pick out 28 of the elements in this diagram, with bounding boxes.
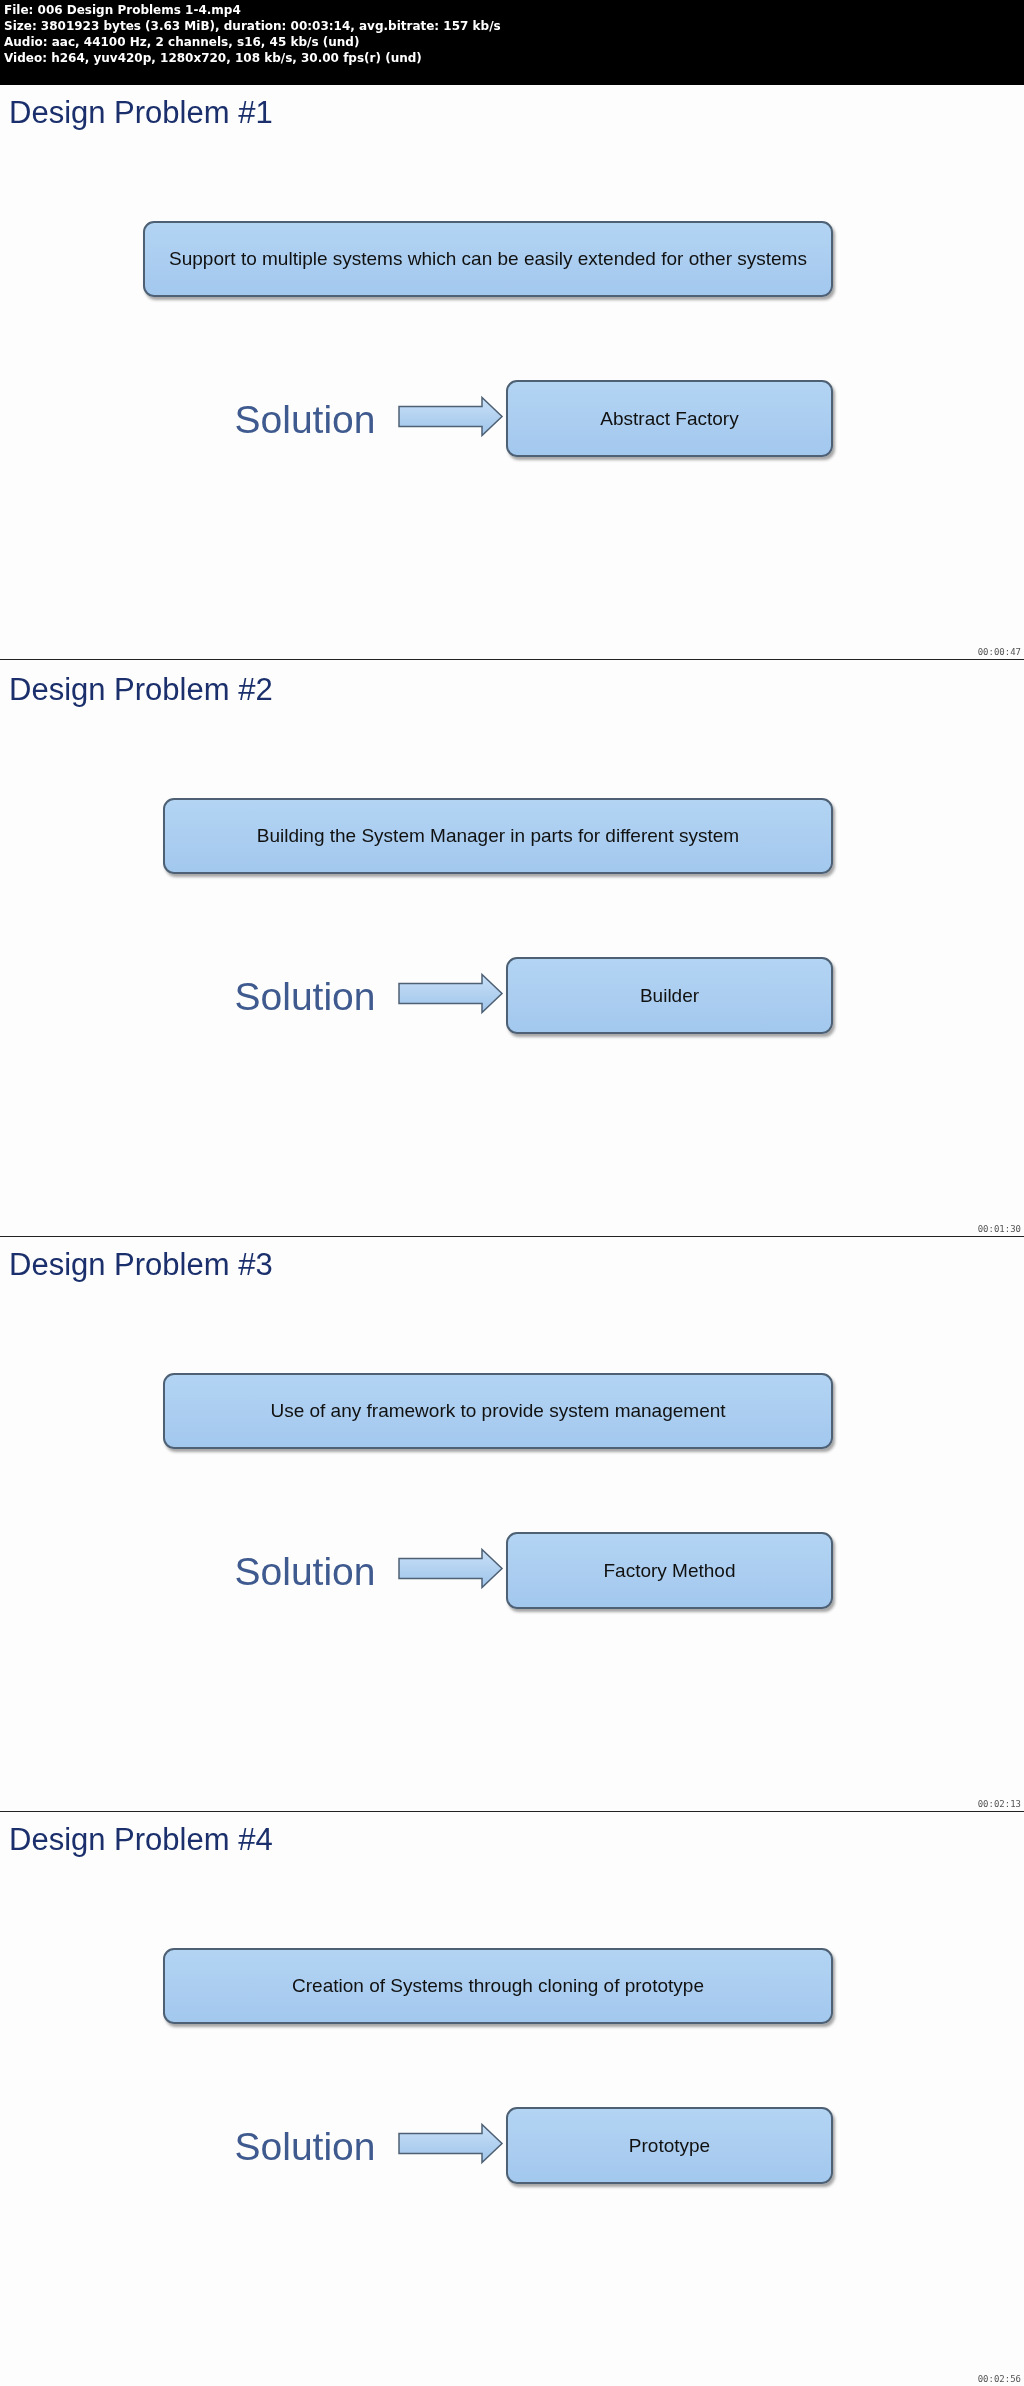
timestamp: 00:02:13 [977, 1799, 1021, 1809]
block-arrow [398, 2122, 504, 2165]
block-arrow [398, 972, 504, 1015]
block-arrow [398, 395, 504, 438]
solution-heading: Solution [215, 390, 395, 450]
file-info-line: File: 006 Design Problems 1-4.mp4 [4, 2, 241, 18]
file-info-line: Audio: aac, 44100 Hz, 2 channels, s16, 45 kb/s (und) [4, 34, 360, 50]
timestamp: 00:02:56 [977, 2374, 1021, 2384]
slide-title: Design Problem #4 [9, 1822, 273, 1858]
block-arrow [398, 1547, 504, 1590]
text-box: Use of any framework to provide system management [163, 1373, 833, 1449]
text-box: Building the System Manager in parts for different system [163, 798, 833, 874]
file-info-line: Size: 3801923 bytes (3.63 MiB), duration: 00:03:14, avg.bitrate: 157 kb/s [4, 18, 501, 34]
text-box: Support to multiple systems which can be easily extended for other systems [143, 221, 833, 297]
text-box: Factory Method [506, 1532, 833, 1609]
slide-title: Design Problem #3 [9, 1247, 273, 1283]
text-box: Abstract Factory [506, 380, 833, 457]
text-box: Builder [506, 957, 833, 1034]
timestamp: 00:01:30 [977, 1224, 1021, 1234]
slide-title: Design Problem #1 [9, 95, 273, 131]
solution-heading: Solution [215, 967, 395, 1027]
timestamp: 00:00:47 [977, 647, 1021, 657]
slide-title: Design Problem #2 [9, 672, 273, 708]
solution-heading: Solution [215, 1542, 395, 1602]
text-box: Creation of Systems through cloning of prototype [163, 1948, 833, 2024]
file-info-line: Video: h264, yuv420p, 1280x720, 108 kb/s, 30.00 fps(r) (und) [4, 50, 422, 66]
solution-heading: Solution [215, 2117, 395, 2177]
text-box: Prototype [506, 2107, 833, 2184]
